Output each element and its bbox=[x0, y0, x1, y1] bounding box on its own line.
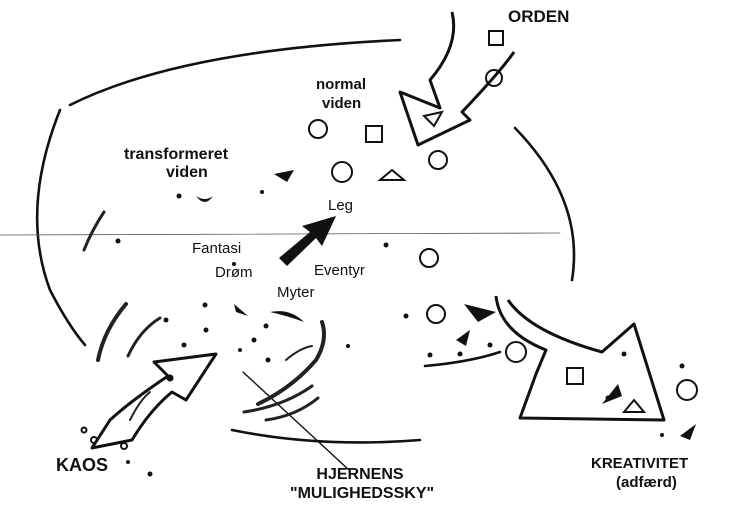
dot bbox=[680, 364, 685, 369]
circle-shape bbox=[91, 437, 97, 443]
fantasi-label: Fantasi bbox=[192, 240, 241, 257]
myter-label: Myter bbox=[277, 284, 315, 301]
transformeret-viden-label-1: transformeret bbox=[124, 146, 228, 164]
normal-viden-label-2: viden bbox=[322, 95, 361, 112]
chaos-scribble bbox=[258, 322, 324, 404]
circle-shape bbox=[121, 443, 127, 449]
drom-label: Drøm bbox=[215, 264, 253, 281]
chaos-scribble bbox=[84, 212, 104, 250]
dot bbox=[177, 194, 182, 199]
orden-label: ORDEN bbox=[508, 7, 569, 27]
bird-shape bbox=[270, 311, 304, 322]
pointer-line bbox=[243, 372, 349, 470]
circle-shape bbox=[506, 342, 526, 362]
triangle-shape bbox=[424, 112, 442, 126]
dot bbox=[264, 324, 269, 329]
dot bbox=[346, 344, 350, 348]
dot bbox=[238, 348, 242, 352]
hjernens-label-2: "MULIGHEDSSKY" bbox=[290, 485, 430, 503]
circle-shape bbox=[309, 120, 327, 138]
dot bbox=[126, 460, 130, 464]
kreativitet-arrow bbox=[496, 296, 664, 420]
square-shape bbox=[366, 126, 382, 142]
dot bbox=[167, 375, 174, 382]
outer-circle-arc-right bbox=[515, 128, 574, 280]
dot bbox=[428, 353, 433, 358]
kaos-label: KAOS bbox=[56, 455, 108, 476]
eventyr-label: Eventyr bbox=[314, 262, 365, 279]
chaos-scribble bbox=[128, 318, 160, 356]
bird-shape bbox=[680, 424, 696, 440]
circle-shape bbox=[677, 380, 697, 400]
dot bbox=[260, 190, 264, 194]
bird-shape bbox=[464, 304, 496, 322]
dot bbox=[203, 303, 208, 308]
dot bbox=[488, 343, 493, 348]
circle-shape bbox=[420, 249, 438, 267]
kreativitet-label-2: (adfærd) bbox=[616, 474, 677, 491]
bird-shape bbox=[196, 196, 213, 202]
dot bbox=[458, 352, 463, 357]
dot bbox=[252, 338, 257, 343]
outer-circle-arc-left bbox=[37, 110, 85, 345]
dot bbox=[148, 472, 153, 477]
leg-arrow bbox=[279, 216, 336, 266]
bird-shape bbox=[456, 330, 470, 346]
dot bbox=[404, 314, 409, 319]
outer-circle-arc-bottom bbox=[232, 430, 420, 442]
circle-shape bbox=[82, 428, 87, 433]
dot bbox=[116, 239, 121, 244]
triangle-shape bbox=[624, 400, 644, 412]
dot bbox=[660, 433, 664, 437]
bird-shape bbox=[274, 170, 294, 182]
kaos-arrow bbox=[92, 354, 216, 448]
hjernens-label-1: HJERNENS bbox=[300, 466, 420, 484]
square-shape bbox=[567, 368, 583, 384]
dot bbox=[266, 358, 271, 363]
transformeret-viden-label-2: viden bbox=[166, 164, 208, 182]
dot bbox=[182, 343, 187, 348]
bird-shape bbox=[234, 304, 248, 316]
circle-shape bbox=[427, 305, 445, 323]
normal-viden-label-1: normal bbox=[316, 76, 366, 93]
bird-shape bbox=[602, 384, 622, 404]
dot bbox=[204, 328, 209, 333]
chaos-scribble bbox=[286, 346, 312, 360]
circle-shape bbox=[429, 151, 447, 169]
scan-line bbox=[0, 233, 560, 235]
dot bbox=[622, 352, 627, 357]
kreativitet-label-1: KREATIVITET bbox=[591, 455, 688, 472]
square-shape bbox=[489, 31, 503, 45]
outer-circle-arc-mid bbox=[425, 352, 500, 366]
dot bbox=[384, 243, 389, 248]
leg-label: Leg bbox=[328, 197, 353, 214]
chaos-scribble bbox=[98, 304, 126, 360]
circle-shape bbox=[332, 162, 352, 182]
dot bbox=[164, 318, 169, 323]
triangle-shape bbox=[380, 170, 404, 180]
